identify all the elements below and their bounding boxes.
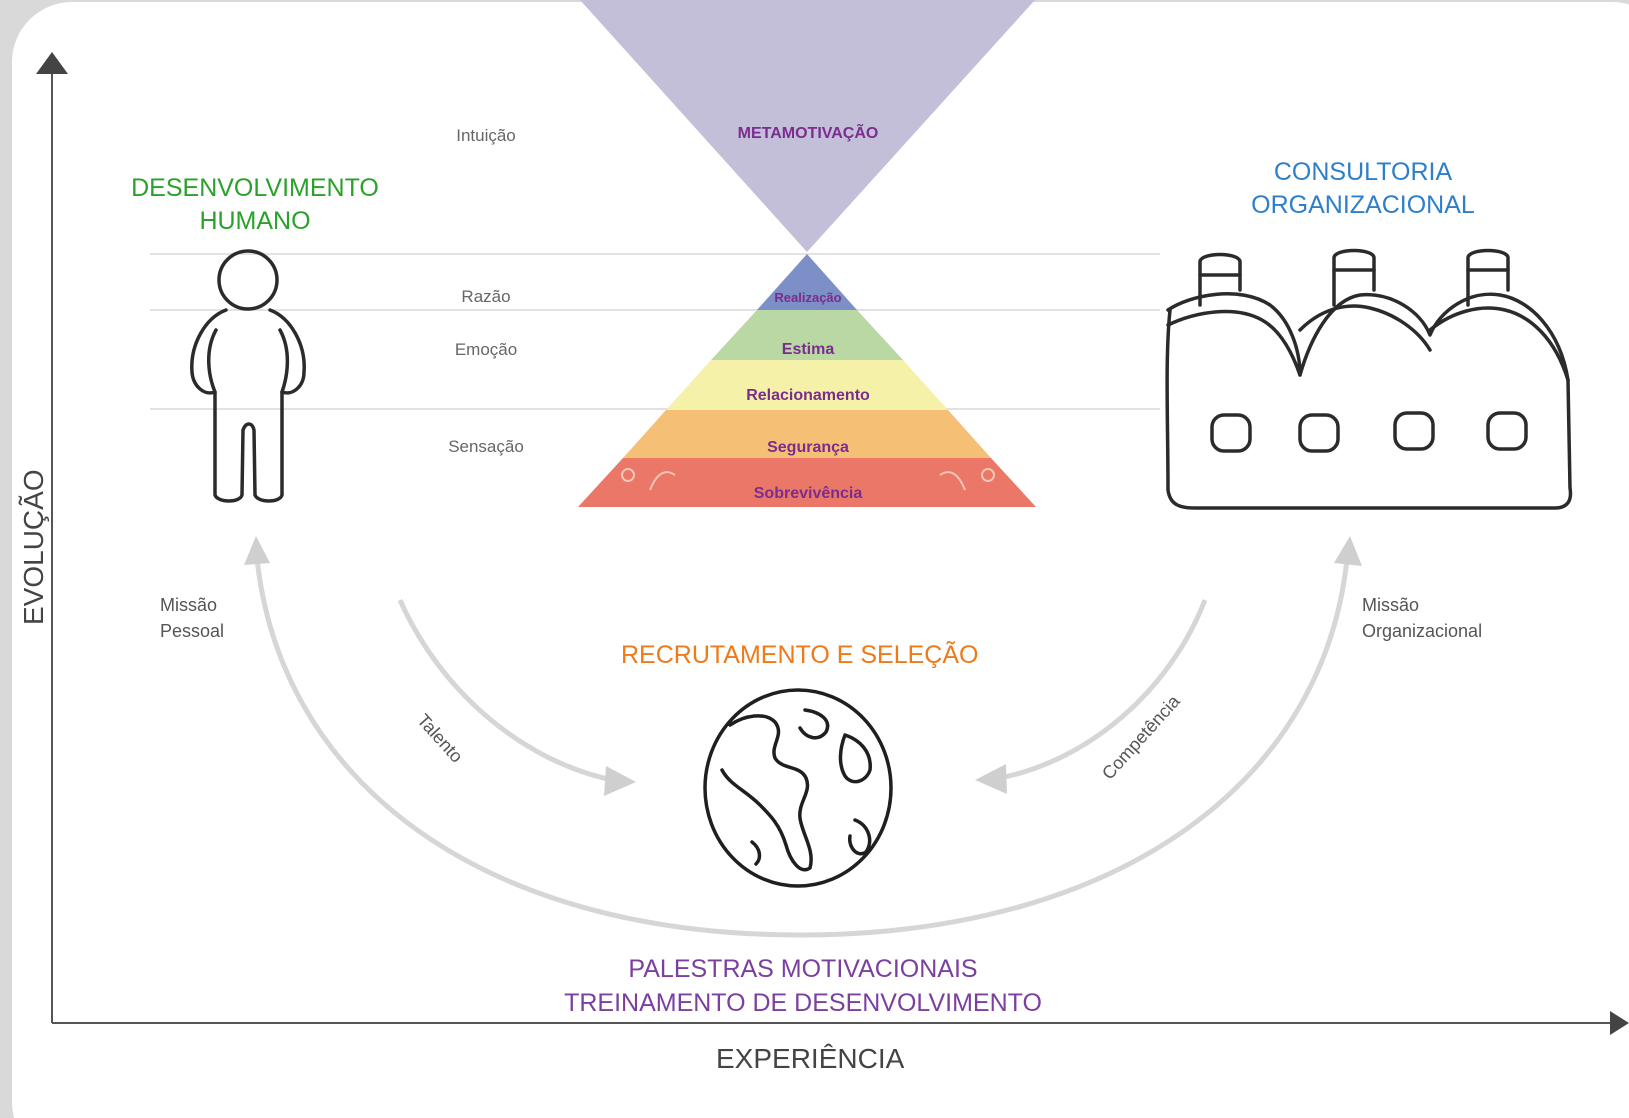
talent-arrow [397,598,613,783]
pyramid-label-relacionamento: Relacionamento [746,387,870,404]
arrow-head-icon [975,764,1007,794]
y-axis-arrow-icon [36,52,68,74]
organizational-consulting-title-line2: ORGANIZACIONAL [1251,191,1475,219]
pyramid-tier-realizacao [782,254,832,282]
competence-arrow [999,599,1208,781]
mission-arc [253,547,1351,938]
pyramid-tier-seguranca [623,410,991,458]
personal-mission-line2: Pessoal [160,621,225,641]
organizational-consulting-title-line1: CONSULTORIA [1273,158,1453,186]
level-intuicao: Intuição [456,126,516,145]
level-sensacao: Sensação [448,437,524,456]
pyramid-tier-sobrevivencia [578,458,1036,507]
y-axis-label: EVOLUÇÃO [18,469,49,625]
factory-icon [1165,248,1573,510]
panel-background [12,2,1629,1118]
personal-mission-line1: Missão [160,595,218,615]
organizational-mission-label: Missão Organizacional [1362,592,1482,644]
x-axis-label: EXPERIÊNCIA [716,1043,905,1074]
human-development-title-line1: DESENVOLVIMENTO [131,174,379,202]
organizational-mission-line1: Missão [1362,595,1420,615]
person-icon [190,249,306,503]
arrow-head-icon [244,536,270,565]
pyramid-label-estima: Estima [781,341,835,358]
globe-icon [703,688,893,888]
personal-mission-label: Missão Pessoal [160,592,224,644]
arrow-head-icon [604,766,636,796]
organizational-consulting-title: CONSULTORIA ORGANIZACIONAL [1213,156,1513,222]
pyramid-tier-estima [711,310,903,360]
pyramid-tier-relacionamento [666,360,948,410]
level-razao: Razão [461,287,511,306]
metamotivation-funnel [580,0,1035,252]
lectures-training-title: PALESTRAS MOTIVACIONAIS TREINAMENTO DE D… [528,952,1078,1020]
recruitment-title: RECRUTAMENTO E SELEÇÃO [621,641,979,669]
lectures-title-line2: TREINAMENTO DE DESENVOLVIMENTO [564,989,1042,1017]
human-development-title: DESENVOLVIMENTO HUMANO [105,172,405,238]
arrow-head-icon [1334,536,1362,566]
swirl-decoration [621,468,995,491]
pyramid-label-realizacao: Realização [774,290,842,305]
organizational-mission-line2: Organizacional [1362,621,1483,641]
lectures-title-line1: PALESTRAS MOTIVACIONAIS [628,955,978,983]
pyramid-label-sobrevivencia: Sobrevivência [753,485,863,502]
pyramid-label-seguranca: Segurança [767,439,849,456]
level-emocao: Emoção [454,340,518,359]
x-axis-arrow-icon [1610,1011,1629,1035]
metamotivation-label: METAMOTIVAÇÃO [737,125,879,142]
human-development-title-line2: HUMANO [199,207,311,235]
pyramid-tier-realizacao-base [757,282,857,310]
